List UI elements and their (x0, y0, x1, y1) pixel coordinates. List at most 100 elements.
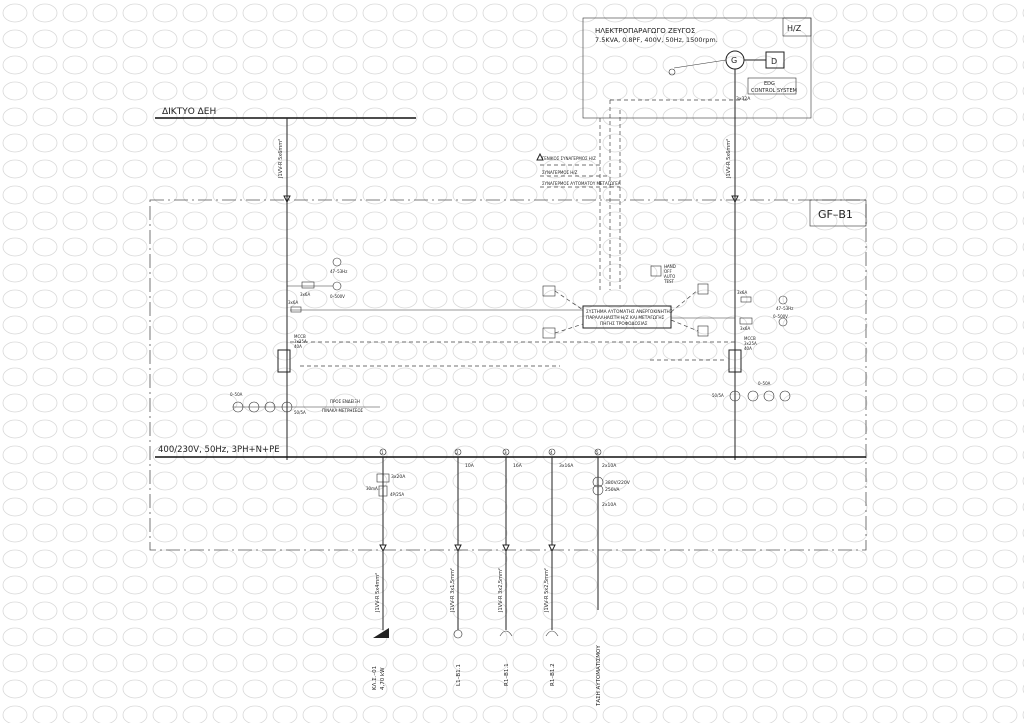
engine-symbol: D (771, 57, 777, 66)
load-icon (373, 628, 389, 638)
arrow-icon (379, 544, 387, 553)
ammeter-icon (779, 390, 791, 402)
feeder-3-load: R1–B1.1 (504, 663, 510, 686)
right-mccb-2: 3x25A (744, 341, 757, 346)
right-freq-label: 47–53Hz (776, 306, 793, 311)
control-line-2: CONTROL SYSTEM (751, 88, 797, 94)
left-fuse-label: 3x6A (300, 292, 310, 297)
generator-spec: 7.5KVA, 0.8PF, 400V, 50Hz, 1500rpm. (595, 36, 718, 44)
generator-title: ΗΛΕΚΤΡΟΠΑΡΑΓΩΓΟ ΖΕΥΓΟΣ (595, 27, 695, 35)
ammeter-icon (747, 390, 759, 402)
feeder-2-breaker: 10A (465, 463, 475, 469)
busbar-label: 400/230V, 50Hz, 3PH+N+PE (158, 445, 280, 455)
control-line-1: EDG (764, 81, 775, 87)
right-volt-label: 0–500V (773, 314, 788, 319)
ats-line-1: ΣΥΣΤΗΜΑ ΑΥΤΟΜΑΤΗΣ ΑΝΕΡΓΟΚΙΝΗΤΗΣ (586, 309, 673, 315)
arrow-up-icon (536, 152, 544, 161)
feeder-2-load: L1–B1.1 (456, 664, 462, 686)
generator-tag-box (782, 17, 812, 37)
control-link (554, 290, 584, 311)
feeder-4-cable: J1VV-R 5x2,5mm² (544, 568, 550, 613)
mode-switch-icon[interactable] (650, 265, 662, 277)
generator-box (582, 17, 812, 119)
feeder-5-tr-2: 250VA (605, 487, 620, 493)
arrow-icon (283, 195, 291, 204)
generator-tag: H/Z (787, 24, 802, 33)
feeder-3-breaker: 16A (513, 463, 523, 469)
lamp-icon (453, 629, 463, 639)
left-amp-label: 0–50A (230, 392, 243, 397)
feeder-1-cable: J1VV-R 5x4mm² (375, 573, 381, 613)
left-mccb-1: MCCB (294, 334, 306, 339)
left-ct-label: 50/5A (294, 410, 306, 415)
right-fuse-label: 3x6A (740, 326, 750, 331)
arrow-icon (502, 544, 510, 553)
right-ct-label: 50/5A (712, 393, 724, 398)
left-mccb-2: 3x25A (294, 339, 307, 344)
feeder-number-badge (594, 448, 602, 456)
fuse-icon (290, 306, 302, 313)
rcd-icon[interactable] (378, 485, 388, 497)
arrow-icon (731, 195, 739, 204)
panel-tag-box (809, 199, 867, 227)
incoming-cable-right-label: J1VV-R 5x6mm² (726, 139, 732, 179)
signal-2: ΣΥΝΑΓΕΡΜΟΣ Η/Ζ (542, 170, 578, 175)
earth-icon (668, 68, 676, 76)
control-link (554, 323, 584, 334)
feeder-3-cable: J1VV-R 3x2,5mm² (498, 568, 504, 613)
left-freq-label: 47–53Hz (330, 269, 347, 274)
feeder-1-load2: 4,70 kW (380, 667, 386, 690)
feeder-1-extra2: 4P/25A (390, 492, 404, 497)
feeder-5-breaker2: 2x10A (602, 502, 617, 508)
mccb-icon[interactable] (728, 349, 742, 373)
control-link (670, 289, 699, 313)
fuse-icon (740, 296, 752, 303)
relay-icon (697, 283, 709, 295)
socket-icon (499, 630, 513, 637)
left-mccb-3: 40A (294, 344, 302, 349)
ats-line-3: ΠΗΓΗΣ ΤΡΟΦΟΔΟΣΙΑΣ (600, 321, 648, 327)
arrow-icon (548, 544, 556, 553)
right-amp-label: 0–50A (758, 381, 771, 386)
generator-earth-line (673, 59, 727, 69)
feeder-4-load: R1–B1.2 (550, 663, 556, 686)
generator-symbol: G (731, 56, 737, 65)
mode-auto: AUTO (664, 274, 675, 279)
feeder-5-breaker: 2x10A (602, 463, 617, 469)
feeder-5-num: 5 (596, 450, 599, 455)
left-volt-label: 0–500V (330, 294, 345, 299)
feeder-1-num: 1 (381, 450, 384, 455)
generator-breaker-label: 3x32A (736, 96, 751, 102)
voltmeter-icon (778, 317, 788, 327)
current-transformer-icon (729, 390, 741, 402)
transformer-icon (592, 484, 604, 496)
right-mccb-1: MCCB (744, 336, 756, 341)
control-link (670, 319, 699, 332)
ats-line-2: ΠΑΡΑΛΛΗΛΙΣΤΗ Η/Ζ ΚΑΙ ΜΕΤΑΓΩΓΗΣ (586, 315, 665, 321)
feeder-number-badge (502, 448, 510, 456)
ext-note-1: ΠΡΟΣ ΕΝΔΕΙΞΗ (330, 399, 360, 404)
frequency-meter-icon (332, 257, 342, 267)
fuse-icon (301, 281, 315, 289)
ammeter-icon (763, 390, 775, 402)
signal-1: ΓΕΝΙΚΟΣ ΣΥΝΑΓΕΡΜΟΣ Η/Ζ (542, 156, 596, 161)
breaker-icon[interactable] (376, 473, 390, 483)
left-fuse2-label: 3x6A (288, 300, 298, 305)
feeder-number-badge (548, 448, 556, 456)
mccb-icon[interactable] (277, 349, 291, 373)
feeder-4-num: 4 (550, 450, 553, 455)
feeder-number-badge (454, 448, 462, 456)
feeder-2-num: 2 (456, 450, 459, 455)
mode-off: OFF (664, 269, 672, 274)
ext-note-2: ΠΙΝΑΚΑ ΜΕΤΡΗΣΕΩΣ (322, 408, 364, 413)
ats-box (582, 305, 672, 329)
control-box (747, 77, 797, 95)
feeder-5-tr-1: 380V/220V (605, 480, 631, 486)
fuse-icon (739, 317, 753, 325)
feeder-5-load: ΤΑΣΗ ΑΥΤΟΜΑΤΙΣΜΟΥ (596, 645, 602, 707)
socket-icon (545, 630, 559, 637)
feeder-number-badge (379, 448, 387, 456)
feeder-1-extra: 30mA (366, 486, 378, 491)
